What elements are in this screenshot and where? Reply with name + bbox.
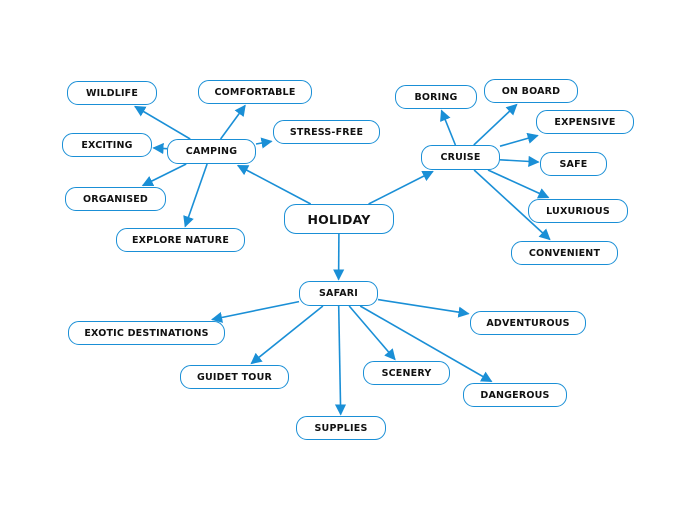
- node-comfortable[interactable]: COMFORTABLE: [198, 80, 312, 104]
- connector-cruise-to-convenient: [473, 169, 551, 241]
- connector-camping-to-explore_nature: [183, 163, 208, 228]
- connector-safari-to-supplies: [334, 305, 347, 416]
- node-on-board[interactable]: ON BOARD: [484, 79, 578, 103]
- connector-cruise-to-on_board: [473, 103, 518, 146]
- node-expensive[interactable]: EXPENSIVE: [536, 110, 634, 134]
- connector-holiday-to-camping: [236, 164, 312, 205]
- connector-holiday-to-cruise: [368, 170, 434, 205]
- connector-cruise-to-boring: [440, 109, 457, 146]
- node-safe[interactable]: SAFE: [540, 152, 607, 176]
- node-adventurous[interactable]: ADVENTUROUS: [470, 311, 586, 335]
- node-guidet-tour[interactable]: GUIDET TOUR: [180, 365, 289, 389]
- connector-safari-to-adventurous: [377, 298, 470, 318]
- connector-cruise-to-luxurious: [487, 169, 550, 199]
- node-explore-nature[interactable]: EXPLORE NATURE: [116, 228, 245, 252]
- connector-safari-to-guidet_tour: [250, 305, 324, 365]
- node-exotic-destinations[interactable]: EXOTIC DESTINATIONS: [68, 321, 225, 345]
- node-scenery[interactable]: SCENERY: [363, 361, 450, 385]
- connector-camping-to-wildlife: [134, 105, 191, 140]
- connector-camping-to-comfortable: [219, 104, 246, 140]
- node-convenient[interactable]: CONVENIENT: [511, 241, 618, 265]
- root-node-holiday[interactable]: HOLIDAY: [284, 204, 394, 234]
- node-exciting[interactable]: EXCITING: [62, 133, 152, 157]
- node-camping[interactable]: CAMPING: [167, 139, 256, 164]
- node-organised[interactable]: ORGANISED: [65, 187, 166, 211]
- connector-safari-to-dangerous: [359, 305, 493, 383]
- node-dangerous[interactable]: DANGEROUS: [463, 383, 567, 407]
- connector-safari-to-exotic_destinations: [211, 300, 300, 323]
- node-stress-free[interactable]: STRESS-FREE: [273, 120, 380, 144]
- connector-cruise-to-expensive: [499, 132, 539, 147]
- connector-camping-to-exciting: [152, 142, 168, 155]
- node-boring[interactable]: BORING: [395, 85, 477, 109]
- node-cruise[interactable]: CRUISE: [421, 145, 500, 170]
- connector-cruise-to-safe: [499, 155, 540, 168]
- connector-camping-to-organised: [141, 163, 187, 187]
- node-wildlife[interactable]: WILDLIFE: [67, 81, 157, 105]
- node-luxurious[interactable]: LUXURIOUS: [528, 199, 628, 223]
- connector-safari-to-scenery: [348, 305, 396, 361]
- node-safari[interactable]: SAFARI: [299, 281, 378, 306]
- connector-camping-to-stress_free: [255, 137, 273, 149]
- node-supplies[interactable]: SUPPLIES: [296, 416, 386, 440]
